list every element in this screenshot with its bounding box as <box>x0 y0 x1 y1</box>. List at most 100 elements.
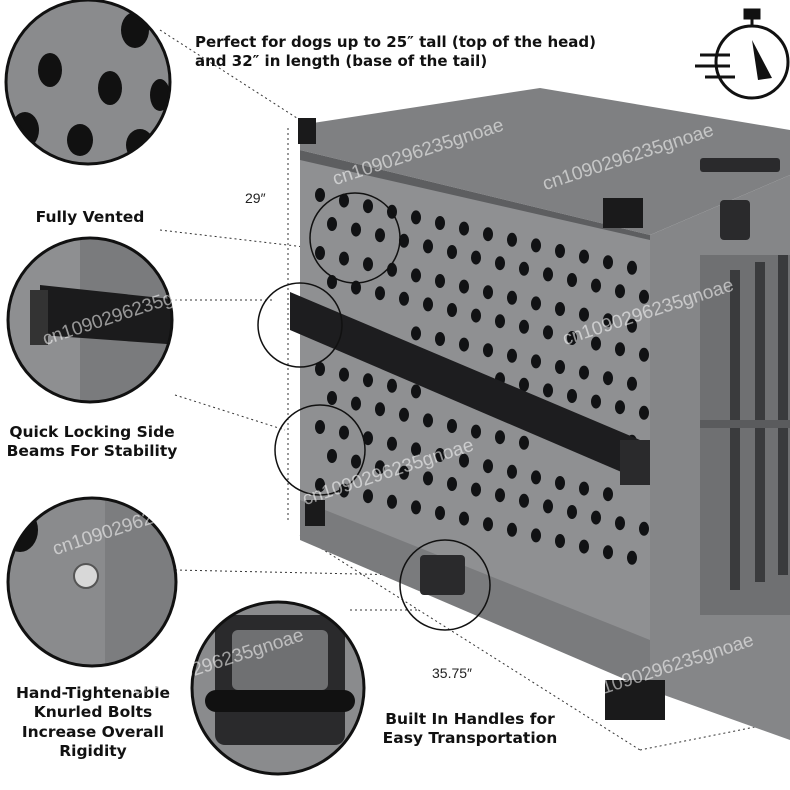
feature-line: Beams For Stability <box>6 442 178 461</box>
vent-hole <box>543 499 553 514</box>
vent-hole <box>603 545 613 560</box>
vent-hole <box>363 431 373 446</box>
vent-hole <box>639 347 649 362</box>
vent-hole <box>531 354 541 369</box>
vent-hole <box>387 436 397 451</box>
vent-hole <box>471 250 481 265</box>
vent-hole <box>519 319 529 334</box>
vent-hole <box>603 487 613 502</box>
feature-line: Built In Handles for <box>385 710 555 728</box>
vent-hole <box>483 459 493 474</box>
headline-line2: and 32″ in length (base of the tail) <box>195 51 488 70</box>
vent-hole <box>411 384 421 399</box>
vent-hole <box>591 510 601 525</box>
vent-hole <box>423 297 433 312</box>
vent-hole <box>375 228 385 243</box>
vent-hole <box>447 303 457 317</box>
vent-hole <box>567 273 577 287</box>
zoom-beam <box>8 238 172 402</box>
vent-hole <box>567 389 577 403</box>
vent-hole <box>315 420 325 434</box>
vent-hole <box>555 244 565 258</box>
vent-hole <box>519 493 529 508</box>
vent-hole <box>399 465 409 480</box>
vent-hole <box>399 407 409 422</box>
feature-fully-vented: Fully Vented <box>10 208 170 227</box>
vent-hole <box>639 289 649 304</box>
vent-hole <box>351 222 361 237</box>
vent-hole <box>447 245 457 259</box>
vent-hole <box>495 256 505 271</box>
vent-hole <box>531 296 541 311</box>
vent-hole <box>411 442 421 457</box>
feature-line: Rigidity <box>59 742 127 761</box>
vent-hole <box>579 481 589 496</box>
headline-line1: Perfect for dogs up to 25″ tall (top of … <box>195 33 597 51</box>
vent-hole <box>363 373 373 388</box>
vent-hole <box>603 255 613 270</box>
vent-hole <box>327 217 337 231</box>
vent-hole <box>459 453 469 468</box>
vent-hole <box>591 394 601 409</box>
vent-hole <box>507 232 517 247</box>
vent-hole <box>483 227 493 242</box>
vent-hole <box>447 477 457 491</box>
vent-hole <box>627 550 637 565</box>
feature-line: Fully Vented <box>35 208 145 226</box>
vent-hole <box>591 336 601 351</box>
vent-hole <box>411 326 421 341</box>
vent-hole <box>603 313 613 328</box>
vent-hole <box>579 539 589 554</box>
vent-hole <box>411 268 421 283</box>
dimension-lines <box>159 29 790 751</box>
feature-line: Hand-Tightenable <box>15 684 171 702</box>
vent-hole <box>387 494 397 509</box>
vent-hole <box>315 246 325 260</box>
feature-line: Quick Locking Side <box>9 423 175 441</box>
vent-hole <box>519 261 529 276</box>
vent-hole <box>615 400 625 415</box>
vent-hole <box>315 188 325 202</box>
vent-hole <box>543 325 553 340</box>
vent-hole <box>327 391 337 405</box>
vent-hole <box>375 402 385 417</box>
vent-hole <box>507 348 517 363</box>
vent-hole <box>411 210 421 225</box>
vent-hole <box>531 528 541 543</box>
vent-hole <box>375 286 385 301</box>
vent-hole <box>411 500 421 515</box>
vent-hole <box>483 285 493 300</box>
vent-hole <box>627 260 637 275</box>
vent-hole <box>615 342 625 357</box>
vent-hole <box>315 478 325 492</box>
vent-hole <box>495 488 505 503</box>
feature-line: Easy Transportation <box>382 729 558 748</box>
vent-hole <box>555 360 565 374</box>
vent-hole <box>363 257 373 272</box>
vent-hole <box>435 448 445 462</box>
zoom-handle <box>192 602 364 774</box>
height-dimension: 29″ <box>245 190 266 206</box>
vent-hole <box>531 238 541 253</box>
vent-hole <box>603 371 613 386</box>
vent-hole <box>471 482 481 497</box>
vent-hole <box>399 291 409 306</box>
vent-hole <box>627 376 637 391</box>
vent-hole <box>459 221 469 236</box>
vent-hole <box>555 302 565 316</box>
vent-hole <box>495 314 505 329</box>
crate-handle <box>420 555 465 595</box>
vent-hole <box>423 413 433 428</box>
vent-hole <box>519 377 529 392</box>
vent-hole <box>591 278 601 293</box>
vent-hole <box>519 435 529 450</box>
vent-hole <box>627 318 637 333</box>
vent-hole <box>483 517 493 532</box>
vent-hole <box>363 489 373 504</box>
vent-hole <box>639 521 649 536</box>
vent-hole <box>507 290 517 305</box>
vent-hole <box>543 267 553 282</box>
vent-hole <box>351 396 361 411</box>
vent-hole <box>579 365 589 380</box>
